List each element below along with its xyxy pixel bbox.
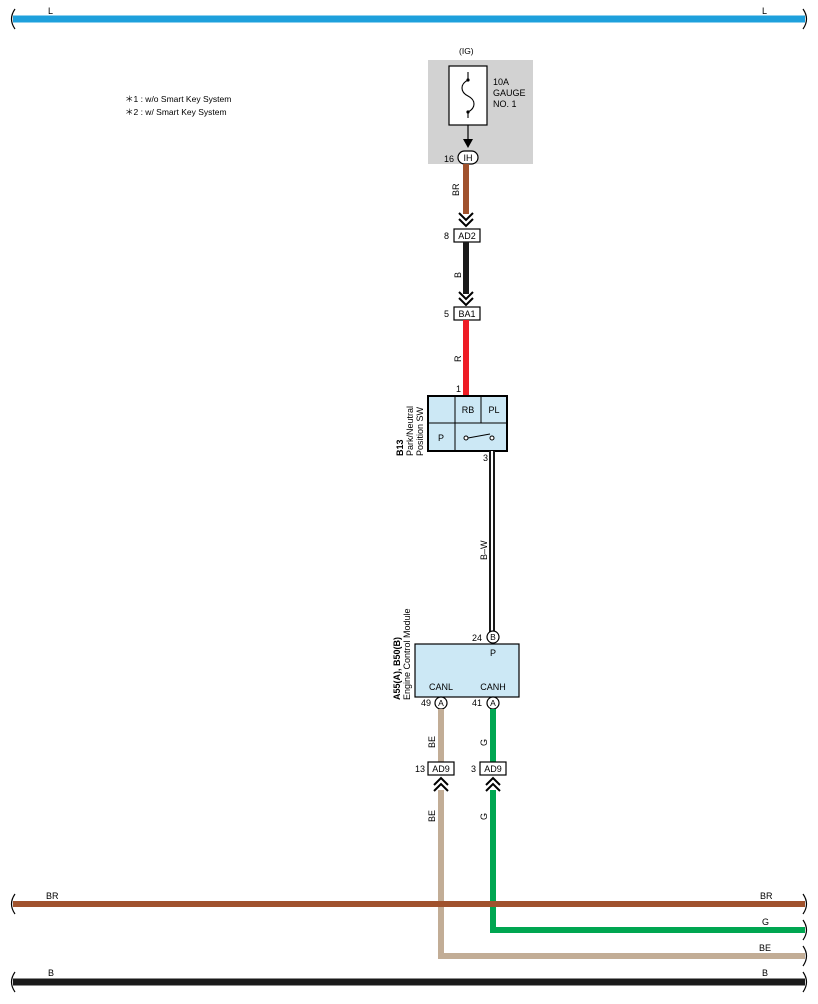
- bus-l-right-label: L: [762, 6, 767, 16]
- ad2-arrow: [458, 212, 474, 228]
- bus-be-right-end: [802, 945, 808, 967]
- fuse-icon-dot-bottom: [466, 110, 470, 114]
- switch-name-line1: Park/Neutral: [405, 406, 415, 456]
- wire-g-2-label: G: [479, 813, 489, 820]
- legend-item-1: ＊1 : w/o Smart Key System: [125, 94, 231, 104]
- wire-be-1-label: BE: [427, 736, 437, 748]
- bus-l-left-label: L: [48, 6, 53, 16]
- ecm-pin-canl: 49: [421, 698, 431, 708]
- bus-br-left-label: BR: [46, 891, 59, 901]
- ad9-left-arrow: [433, 776, 449, 792]
- bus-b-left-end: [10, 971, 16, 993]
- bus-be-right-label: BE: [759, 943, 771, 953]
- ecm-term-canl: CANL: [429, 682, 453, 692]
- ecm-term-p: P: [490, 648, 496, 658]
- ba1-arrow: [458, 291, 474, 307]
- wire-b-1-label: B: [453, 272, 463, 278]
- connector-ad9-left-box: [427, 761, 455, 776]
- bus-l: L L: [10, 6, 808, 30]
- fuse-name-line2: NO. 1: [493, 99, 517, 109]
- ecm-term-canh: CANH: [480, 682, 506, 692]
- bus-g-right-label: G: [762, 917, 769, 927]
- fuse-gauge: (IG) 10A GAUGE NO. 1 16 IH: [428, 46, 533, 165]
- switch-contact-left: [463, 435, 469, 441]
- bus-b-right-end: [802, 971, 808, 993]
- bus-br-right-label: BR: [760, 891, 773, 901]
- bus-br: BR BR: [10, 891, 808, 915]
- switch-name-line2: Position SW: [415, 406, 425, 456]
- wire-br-1-label: BR: [451, 183, 461, 196]
- ecm-box: [414, 643, 520, 698]
- legend: ＊1 : w/o Smart Key System ＊2 : w/ Smart …: [125, 94, 231, 117]
- fuse-source-label: (IG): [459, 46, 474, 56]
- fuse-rating: 10A: [493, 77, 509, 87]
- legend-item-2: ＊2 : w/ Smart Key System: [125, 107, 227, 117]
- connector-ad9-right: 3 AD9: [471, 761, 507, 776]
- bus-b-left-label: B: [48, 968, 54, 978]
- connector-ad2-label: AD2: [458, 231, 476, 241]
- switch-rb-label: RB: [462, 405, 475, 415]
- ecm-conn-p: [486, 630, 500, 644]
- bus-b-right-label: B: [762, 968, 768, 978]
- ecm-name: Engine Control Module: [402, 608, 412, 700]
- fuse-name-line1: GAUGE: [493, 88, 526, 98]
- ecm-code: A55(A), B50(B): [392, 637, 402, 700]
- fuse-lead-arrow: [463, 139, 473, 148]
- engine-control-module: 24 B P CANL CANH A55(A), B50(B) Engine C…: [392, 608, 520, 710]
- connector-ad9-right-pin: 3: [471, 764, 476, 774]
- connector-ba1-label: BA1: [458, 309, 475, 319]
- connector-ad9-left-pin: 13: [415, 764, 425, 774]
- switch-contact-right: [489, 435, 495, 441]
- wire-r-1-label: R: [453, 355, 463, 362]
- fuse-icon-dot-top: [466, 78, 470, 82]
- connector-ad9-right-label: AD9: [484, 764, 502, 774]
- connector-ad9-right-box: [479, 761, 507, 776]
- switch-contact-bar: [467, 433, 491, 439]
- bus-l-right-end: [802, 8, 808, 30]
- bus-g-right-end: [802, 919, 808, 941]
- switch-p-label: P: [438, 433, 444, 443]
- wire-be-2-label: BE: [427, 810, 437, 822]
- bus-br-left-end: [10, 893, 16, 915]
- switch-pin-bottom: 3: [483, 453, 488, 463]
- ecm-pin-p: 24: [472, 633, 482, 643]
- switch-pl-label: PL: [488, 405, 499, 415]
- park-neutral-switch: 1 RB PL P B13 Park/Neutral Position SW 3: [395, 384, 508, 463]
- wire-bw-1-label: B–W: [479, 540, 489, 560]
- ecm-pin-canh: 41: [472, 698, 482, 708]
- bus-b: B B: [10, 968, 808, 993]
- connector-ad2: 8 AD2: [444, 228, 481, 243]
- connector-ba1: 5 BA1: [444, 306, 481, 321]
- connector-ad9-left: 13 AD9: [415, 761, 455, 776]
- switch-pin-top: 1: [456, 384, 461, 394]
- ecm-conn-p-label: B: [490, 632, 496, 642]
- ecm-conn-canl-label: A: [438, 698, 444, 708]
- wire-g-2: [490, 790, 805, 933]
- wire-g-1-label: G: [479, 739, 489, 746]
- wire-be-2: [438, 790, 805, 959]
- bus-br-right-end: [802, 893, 808, 915]
- fuse-icon: [461, 72, 475, 118]
- ad9-right-arrow: [485, 776, 501, 792]
- switch-code: B13: [395, 439, 405, 456]
- bus-l-left-end: [10, 8, 16, 30]
- connector-ad9-left-label: AD9: [432, 764, 450, 774]
- connector-ad2-pin: 8: [444, 231, 449, 241]
- connector-ba1-pin: 5: [444, 309, 449, 319]
- connector-ih-label: IH: [464, 153, 473, 163]
- ecm-conn-canh-label: A: [490, 698, 496, 708]
- fuse-pin: 16: [444, 154, 454, 164]
